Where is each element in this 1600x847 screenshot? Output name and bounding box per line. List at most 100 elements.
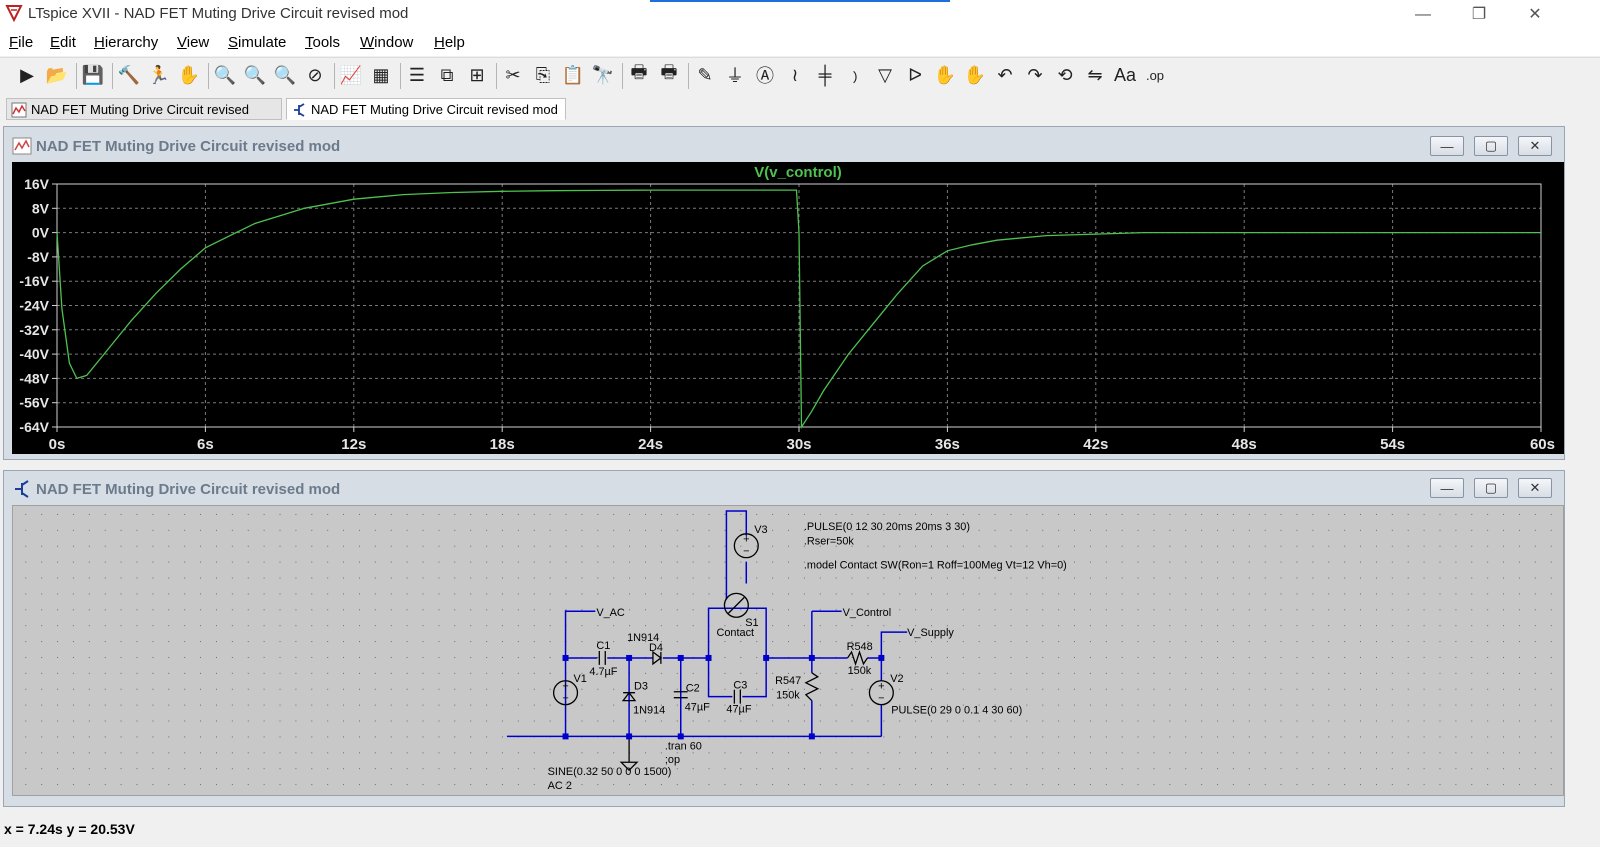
label-net-icon[interactable]: Ⓐ [756,66,774,86]
x-tick-label: 42s [1083,436,1108,453]
plot-close-button[interactable]: ✕ [1518,136,1552,156]
svg-text:−: − [743,546,749,558]
component-c3[interactable] [733,689,741,704]
zoom-area-icon[interactable]: 🔍 [243,64,267,85]
component-r548[interactable] [847,649,868,666]
menu-hierarchy[interactable]: Hierarchy [94,34,159,51]
autorange-icon[interactable]: 📈 [339,64,363,85]
plot-minimize-button[interactable]: — [1430,136,1464,156]
label-c1: C1 [596,640,610,652]
menu-help[interactable]: Help [434,34,465,51]
resistor-icon[interactable]: ≀ [791,64,799,85]
copy-icon[interactable]: ⎘ [535,64,551,85]
plot-maximize-button[interactable]: ▢ [1474,136,1508,156]
component-d3[interactable] [621,691,637,702]
ground-symbol [619,736,639,772]
component-s1[interactable] [723,592,749,618]
window-title: LTspice XVII - NAD FET Muting Drive Circ… [28,5,409,22]
menu-simulate[interactable]: Simulate [228,34,287,51]
x-tick-label: 30s [786,436,811,453]
text-icon[interactable]: Aa [1113,64,1137,85]
schematic-minimize-button[interactable]: — [1430,478,1464,498]
label-s1: S1 [745,617,758,629]
find-icon[interactable]: 🔭 [591,64,615,85]
y-tick-label: 8V [32,200,50,216]
menu-view[interactable]: View [177,34,210,51]
minimize-button[interactable]: — [1415,6,1431,23]
tab-schematic[interactable]: NAD FET Muting Drive Circuit revised mod [286,98,566,120]
svg-text:+: + [743,534,749,546]
junction-dots [562,654,885,740]
run-icon[interactable]: ▶ [20,64,34,85]
drag-icon[interactable]: ✋ [963,64,987,85]
close-button[interactable]: ✕ [1528,6,1542,23]
control-panel-icon[interactable]: 🔨 [117,64,141,85]
label-r548-value: 150k [848,665,872,677]
component-v2[interactable]: + − [868,680,894,706]
rotate-icon[interactable]: ⟲ [1057,64,1073,85]
component-icon[interactable]: ᐅ [908,64,922,85]
y-tick-label: 0V [32,225,50,241]
move-icon[interactable]: ✋ [933,64,957,85]
open-icon[interactable]: 📂 [45,64,69,85]
waveform-icon [11,102,27,118]
menu-file[interactable]: File [9,34,34,51]
cursor-readout: x = 7.24s y = 20.53V [4,821,135,837]
cut-icon[interactable]: ✂ [505,64,521,85]
component-c2[interactable] [673,691,688,699]
x-tick-label: 48s [1232,436,1257,453]
draw-wire-icon[interactable]: ✎ [697,64,713,85]
ground-icon[interactable]: ⏚ [726,66,744,86]
tile-vertical-icon[interactable]: ⊞ [469,64,485,85]
print-icon[interactable]: 🖶 [630,62,648,82]
menu-edit[interactable]: Edit [50,34,76,51]
zoom-in-icon[interactable]: 🔍 [213,64,237,85]
y-tick-label: -8V [27,249,49,265]
pan-hand-icon[interactable]: ✋ [177,64,201,85]
component-d4[interactable] [652,650,662,666]
toolbar-separator [334,63,335,89]
schematic-canvas[interactable]: + − + − + − [12,505,1564,796]
label-r547: R547 [775,675,801,687]
schematic-close-button[interactable]: ✕ [1518,478,1552,498]
capacitor-icon[interactable]: ╪ [818,64,832,85]
net-label-v-ac: V_AC [596,607,625,619]
label-c3: C3 [733,680,747,692]
tab-waveform[interactable]: NAD FET Muting Drive Circuit revised mod [6,98,282,139]
schematic-maximize-button[interactable]: ▢ [1474,478,1508,498]
diode-icon[interactable]: ▽ [878,64,892,85]
print-setup-icon[interactable]: 🖶 [660,62,678,82]
component-r547[interactable] [804,672,820,702]
svg-text:+: + [878,681,884,693]
cascade-icon[interactable]: ⧉ [440,64,454,85]
component-v1[interactable]: + − [552,680,579,706]
component-v3[interactable]: + − [733,533,759,559]
undo-icon[interactable]: ↶ [997,64,1013,85]
trace-title[interactable]: V(v_control) [754,164,842,181]
grid-icon[interactable]: ▦ [372,64,390,85]
zoom-cancel-icon[interactable]: ⊘ [307,64,323,85]
label-pulse-v2: PULSE(0 29 0 0.1 4 30 60) [891,705,1022,717]
component-c1[interactable] [598,650,606,665]
menu-tools[interactable]: Tools [305,34,341,51]
save-icon[interactable]: 💾 [81,64,105,85]
label-d3: D3 [634,681,648,693]
mirror-icon[interactable]: ⇋ [1087,64,1103,85]
label-c2: C2 [686,683,700,695]
trace-v-control[interactable] [56,189,1541,430]
restore-button[interactable]: ❐ [1471,6,1487,23]
menu-window[interactable]: Window [360,34,414,51]
toolbar-separator [688,63,689,89]
inductor-icon[interactable]: ﹚ [846,66,864,86]
redo-icon[interactable]: ↷ [1027,64,1043,85]
label-sine: SINE(0.32 50 0 0 0 1500) [548,766,672,778]
tile-horizontal-icon[interactable]: ☰ [408,64,426,85]
svg-text:−: − [878,693,884,705]
label-c2-value: 47µF [685,702,710,714]
paste-icon[interactable]: 📋 [561,64,585,85]
schematic-labels: V3 .PULSE(0 12 30 20ms 20ms 3 30) .Rser=… [548,521,1067,792]
run-man-icon[interactable]: 🏃 [147,64,171,85]
spice-directive-icon[interactable]: .op [1145,67,1165,83]
zoom-out-icon[interactable]: 🔍 [273,64,297,85]
